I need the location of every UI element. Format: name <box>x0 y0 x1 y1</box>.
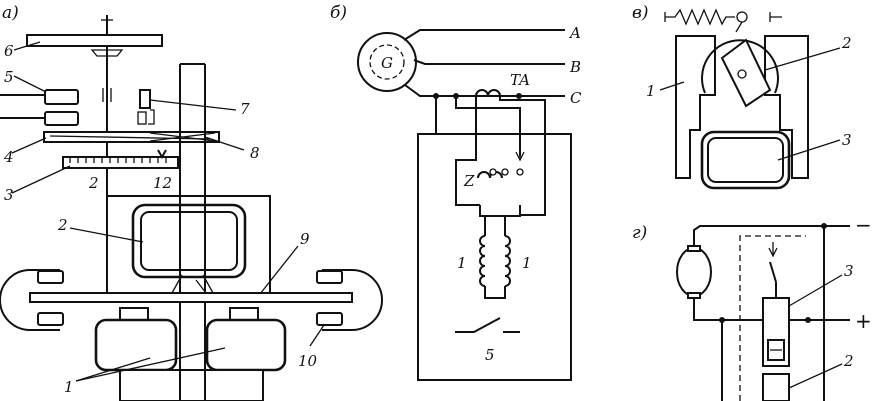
lower-coil-1-right <box>205 318 287 372</box>
callout-9: 9 <box>300 230 310 248</box>
callout-g-2: 2 <box>843 352 854 370</box>
contact-10-upper <box>316 270 343 284</box>
contact-label-5: 5 <box>485 346 495 364</box>
callout-5: 5 <box>4 68 14 86</box>
callout-1: 1 <box>64 378 74 396</box>
contact-switch-5 <box>455 317 520 333</box>
callout-v-1: 1 <box>646 82 656 100</box>
coil-label-right: 1 <box>522 254 532 272</box>
callout-g-3: 3 <box>844 262 854 280</box>
contact-10-lower <box>316 312 343 326</box>
contact-5-upper <box>44 89 79 105</box>
bus-plus <box>693 298 850 321</box>
lower-yoke <box>119 369 264 401</box>
panel-a-title: а) <box>2 3 19 23</box>
scale-label-12: 12 <box>153 174 172 192</box>
relay-z-winding <box>477 171 503 179</box>
scale-3 <box>62 156 179 169</box>
rotor-cavity <box>701 39 779 94</box>
callout-2: 2 <box>57 216 68 234</box>
relay-z-label: Z <box>463 172 475 190</box>
panel-b: б) G A B C TA Z <box>330 3 582 381</box>
phase-a: A <box>568 24 581 42</box>
bus-b <box>413 59 565 65</box>
motor <box>676 247 712 297</box>
terminal-minus: − <box>855 213 872 237</box>
scale-label-2: 2 <box>88 174 99 192</box>
callout-8: 8 <box>250 144 260 162</box>
panel-a-leaders <box>11 41 325 382</box>
scale-ticks <box>69 157 167 163</box>
generator <box>357 32 417 92</box>
generator-label: G <box>381 54 393 72</box>
transformer-ta <box>475 89 501 97</box>
bus-minus <box>693 225 850 246</box>
callout-v-2: 2 <box>841 34 852 52</box>
callout-3: 3 <box>4 186 14 204</box>
panel-v-title: в) <box>632 3 649 23</box>
panel-v: в) 1 2 3 <box>632 3 852 190</box>
coil-3 <box>700 130 791 190</box>
phase-b: B <box>569 58 581 76</box>
arm-9 <box>29 292 353 303</box>
coil-label-left: 1 <box>457 254 467 272</box>
panel-g-title: г) <box>632 223 647 243</box>
contact-switch <box>769 261 777 283</box>
yoke-1 <box>675 35 716 179</box>
spring <box>664 8 735 26</box>
callout-10: 10 <box>298 352 318 370</box>
callout-v-3: 3 <box>842 131 852 149</box>
coil-1-right <box>504 235 511 287</box>
top-disc-6 <box>26 34 163 47</box>
relay-enclosure <box>417 133 572 381</box>
contact-arm-7 <box>139 89 151 109</box>
transformer-label: TA <box>510 71 530 89</box>
arm-end-right <box>322 269 383 331</box>
contact-5-lower <box>44 111 79 126</box>
panel-b-title: б) <box>330 3 347 23</box>
terminal-plus: + <box>855 309 872 333</box>
callout-4: 4 <box>3 148 14 166</box>
arm-end-left <box>0 269 60 331</box>
coil-1-left <box>479 235 486 287</box>
bus-a <box>403 29 565 41</box>
core-2 <box>762 373 790 401</box>
magnet-coil-2 <box>131 203 247 279</box>
panel-g: г) − + 3 2 <box>632 213 872 401</box>
phase-c: C <box>570 89 582 107</box>
callout-6: 6 <box>4 42 14 60</box>
callout-7: 7 <box>240 100 250 118</box>
panel-a: а) 2 <box>0 3 383 401</box>
